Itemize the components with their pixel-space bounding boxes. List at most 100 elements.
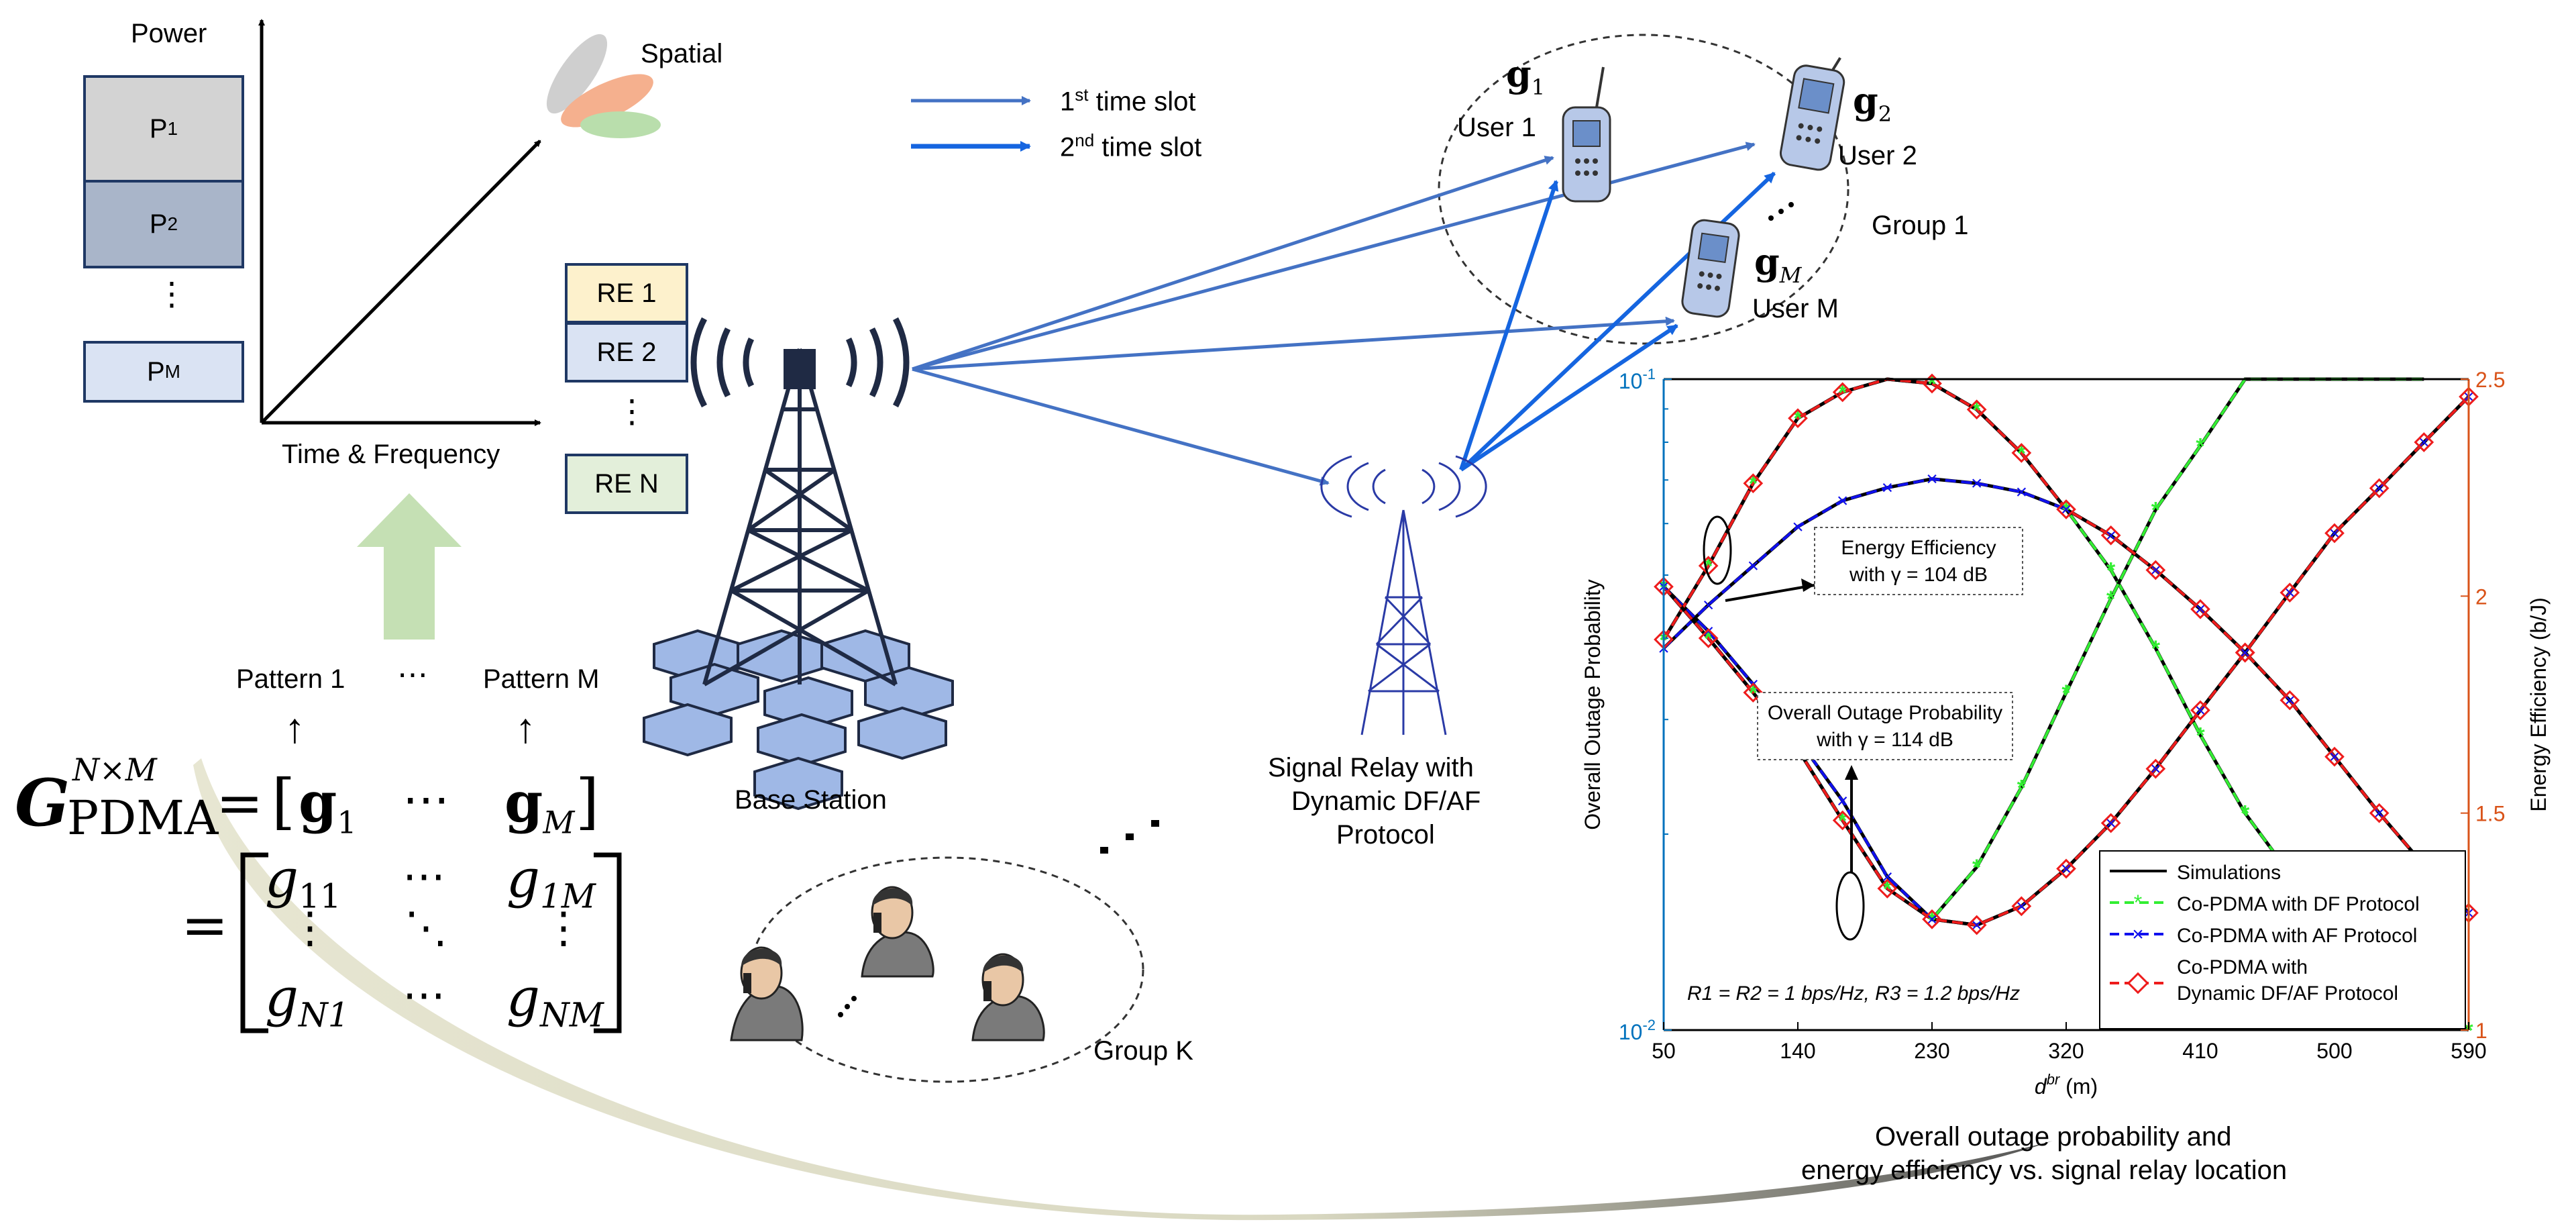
spatial-lobes-icon (546, 34, 661, 138)
marker-dyn-left-1 (1698, 628, 1719, 648)
xlabel: dbr (m) (2035, 1071, 2098, 1099)
row-hdots: ⋯ (402, 773, 449, 825)
groupk-dots (838, 996, 857, 1017)
marker-df-left-9: * (2061, 680, 2071, 706)
ylabel-left: Overall Outage Probability (1580, 579, 1605, 830)
marker-dyn-right-3 (1788, 408, 1808, 429)
outage-probability-annotation: Overall Outage Probability with γ = 114 … (1757, 692, 2013, 941)
cell-vdots-2: ⋮ (542, 903, 585, 952)
marker-df-left-7: * (1972, 855, 1982, 880)
x-tick-label-6: 590 (2451, 1039, 2486, 1063)
cell-ddots: ⋱ (405, 903, 447, 952)
marker-dyn-left-5 (1877, 878, 1898, 899)
relay-label-line3: Protocol (1336, 820, 1435, 850)
marker-dyn-right-11 (2145, 560, 2166, 580)
base-station-icon (643, 317, 954, 811)
group-k-label: Group K (1093, 1036, 1193, 1066)
group1-dots (1768, 202, 1794, 221)
x-tick-label-0: 50 (1652, 1039, 1676, 1063)
resource-element-n: RE N (565, 454, 688, 514)
marker-dyn-left-0 (1654, 576, 1674, 597)
relay-label-line2: Dynamic DF/AF (1291, 786, 1481, 816)
spatial-axis (260, 140, 541, 424)
marker-af-right-7: × (1971, 472, 1983, 495)
spatial-label: Spatial (641, 39, 723, 68)
resource-axes (258, 19, 661, 426)
ann-ee-line1: Energy Efficiency (1841, 537, 1996, 559)
legend-simulations: Simulations (2177, 862, 2281, 884)
marker-df-right-11: * (2151, 636, 2161, 662)
marker-dyn-left-7 (1966, 915, 1987, 935)
first-slot-label: 1st time slot (1060, 85, 1196, 117)
marker-dyn-right-16 (2369, 803, 2390, 823)
ylabel-right: Energy Efficiency (b/J) (2526, 597, 2551, 812)
x-tick-label-3: 320 (2048, 1039, 2084, 1063)
y-right-tick-label-1: 2 (2475, 584, 2487, 609)
group-1-label: Group 1 (1872, 211, 1969, 240)
cell-hdots-1: ⋯ (402, 852, 445, 900)
phone-user-2-icon (1779, 57, 1845, 171)
ann-op-line1: Overall Outage Probability (1768, 702, 2002, 724)
row-g1: g1 (299, 770, 357, 841)
marker-af-right-1: × (1703, 594, 1715, 616)
marker-dyn-right-9 (2056, 499, 2076, 519)
pattern-1-arrow: ↑ (284, 705, 305, 752)
person-3-icon (971, 953, 1045, 1041)
caption-line2: energy efficiency vs. signal relay locat… (1801, 1156, 2288, 1185)
series-line-dyn-right (1662, 377, 2470, 914)
marker-df-right-18: * (2464, 1018, 2473, 1043)
more-groups-dots (1100, 820, 1159, 854)
marker-df-left-8: * (2017, 775, 2027, 801)
marker-dyn-left-11 (2145, 758, 2166, 779)
marker-af-right-8: × (2016, 481, 2028, 503)
ann-ee-line2: with γ = 104 dB (1849, 564, 1988, 586)
cell-vdots-1: ⋮ (288, 903, 331, 952)
marker-dyn-left-15 (2324, 523, 2345, 544)
x-tick-label-5: 500 (2316, 1039, 2352, 1063)
x-tick-label-2: 230 (1914, 1039, 1949, 1063)
g1-label: g1 (1506, 52, 1546, 100)
power-level-p2: P2P2 (83, 180, 244, 268)
marker-df-right-13: * (2241, 801, 2250, 827)
pattern-1-label: Pattern 1 (236, 664, 345, 694)
marker-dyn-right-0 (1654, 629, 1674, 650)
svg-text:*: * (2134, 890, 2142, 915)
chart-legend: Simulations * Co-PDMA with DF Protocol ×… (2099, 850, 2466, 1029)
marker-dyn-left-4 (1832, 810, 1853, 831)
signal-relay-icon (1320, 455, 1487, 735)
pdma-subscript: PDMA (67, 791, 219, 846)
y-right-tick-label-2: 1.5 (2475, 802, 2505, 826)
legend-df: Co-PDMA with DF Protocol (2177, 893, 2420, 915)
marker-dyn-left-8 (2011, 896, 2032, 917)
cell-g11: g11 (265, 849, 341, 916)
power-label: Power (131, 19, 207, 48)
power-level-pm: PMPM (83, 341, 244, 403)
marker-af-right-2: × (1748, 555, 1760, 577)
resource-element-dots: ⋮ (616, 394, 648, 429)
person-2-icon (861, 886, 934, 978)
equals-2: = (181, 893, 229, 958)
y-right-tick-label-3: 1 (2475, 1019, 2487, 1043)
row-gm: gM (504, 770, 575, 841)
marker-dyn-right-15 (2324, 746, 2345, 767)
marker-dyn-right-14 (2279, 690, 2300, 711)
ann-op-line2: with γ = 114 dB (1816, 729, 1953, 751)
relay-label-line1: Signal Relay with (1268, 753, 1474, 782)
marker-dyn-right-7 (1966, 399, 1987, 420)
x-tick-label-4: 410 (2182, 1039, 2218, 1063)
marker-dyn-left-13 (2235, 642, 2255, 663)
x-tick-label-1: 140 (1780, 1039, 1815, 1063)
marker-dyn-left-10 (2100, 813, 2121, 833)
equals-1: = (216, 770, 264, 836)
power-level-p1: P1P1 (83, 75, 244, 183)
legend-dyn-2: Dynamic DF/AF Protocol (2177, 982, 2398, 1005)
marker-df-left-10: * (2106, 587, 2116, 612)
group-1-boundary (1438, 34, 1849, 345)
person-1-icon (730, 946, 804, 1041)
y-left-tick-label-1: 10-2 (1619, 1017, 1656, 1044)
caption-line1: Overall outage probability and (1875, 1122, 2232, 1152)
group-k-boundary (750, 856, 1144, 1083)
marker-df-left-12: * (2196, 434, 2205, 459)
marker-dyn-left-6 (1922, 909, 1942, 929)
